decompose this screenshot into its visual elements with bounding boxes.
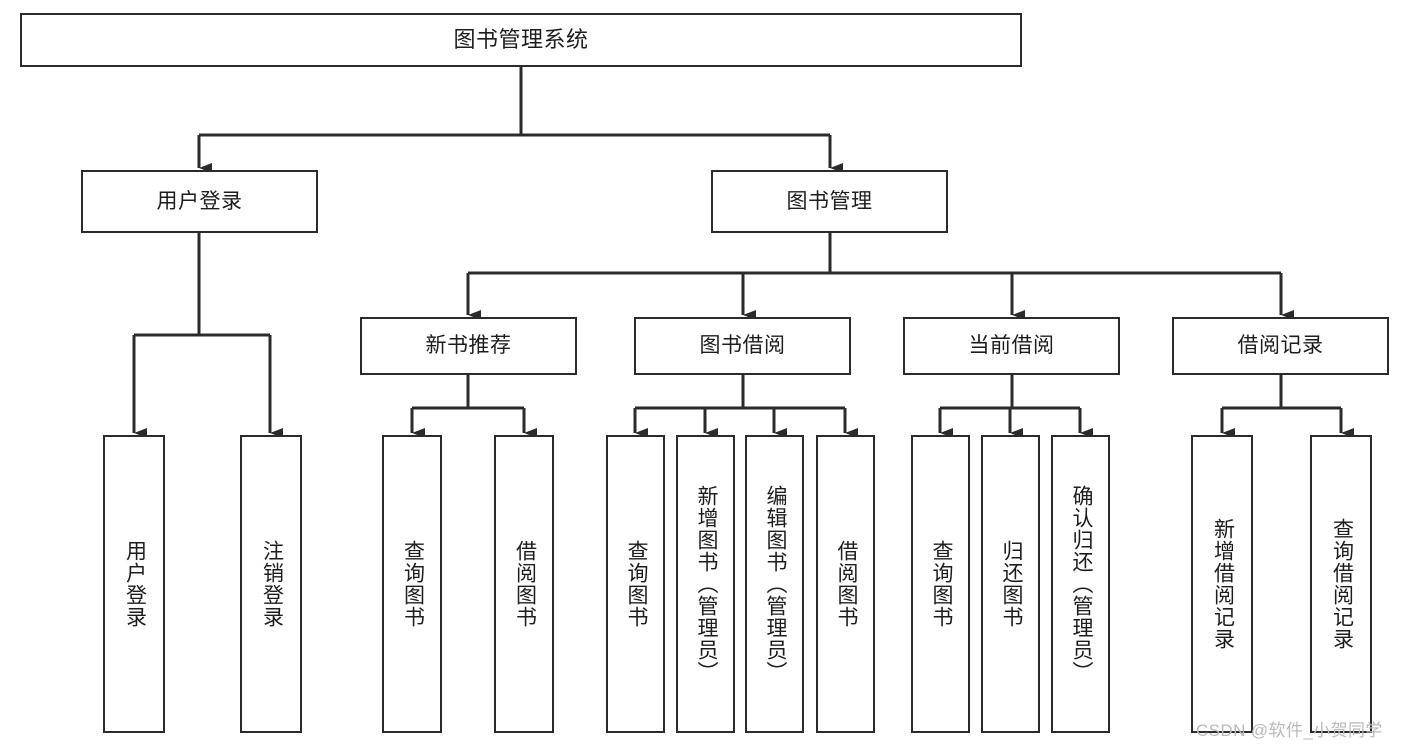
node-borrow-record[interactable]: 借阅记录: [1172, 317, 1389, 375]
node-leaf-user-login-label: 用户登录: [123, 540, 147, 628]
node-root-label: 图书管理系统: [453, 26, 589, 52]
node-leaf-query-book-1-label: 查询图书: [401, 540, 425, 628]
node-leaf-add-record-label: 新增借阅记录: [1211, 518, 1235, 650]
node-user-login-label: 用户登录: [156, 189, 243, 213]
node-leaf-add-book-label: 新增图书（管理员）: [694, 485, 718, 683]
node-leaf-query-record[interactable]: 查询借阅记录: [1310, 435, 1372, 733]
node-leaf-borrow-book-2-label: 借阅图书: [834, 540, 858, 628]
node-leaf-query-book-2-label: 查询图书: [624, 540, 648, 628]
node-leaf-borrow-book-1-label: 借阅图书: [513, 540, 537, 628]
node-leaf-query-book-1[interactable]: 查询图书: [382, 435, 442, 733]
node-leaf-add-book[interactable]: 新增图书（管理员）: [676, 435, 735, 733]
node-root[interactable]: 图书管理系统: [20, 13, 1022, 67]
node-user-login[interactable]: 用户登录: [81, 170, 318, 233]
node-leaf-borrow-book-2[interactable]: 借阅图书: [816, 435, 875, 733]
node-leaf-add-record[interactable]: 新增借阅记录: [1191, 435, 1253, 733]
node-leaf-query-book-2[interactable]: 查询图书: [606, 435, 665, 733]
node-borrow-record-label: 借阅记录: [1237, 334, 1324, 358]
node-leaf-return-book-label: 归还图书: [999, 540, 1023, 628]
node-new-book-recommend-label: 新书推荐: [425, 334, 512, 358]
node-leaf-confirm-return[interactable]: 确认归还（管理员）: [1051, 435, 1110, 733]
node-new-book-recommend[interactable]: 新书推荐: [360, 317, 577, 375]
node-leaf-query-record-label: 查询借阅记录: [1330, 518, 1354, 650]
node-leaf-user-logout[interactable]: 注销登录: [240, 435, 302, 733]
node-book-borrow-label: 图书借阅: [699, 334, 786, 358]
node-book-management-label: 图书管理: [786, 189, 873, 213]
node-leaf-return-book[interactable]: 归还图书: [981, 435, 1040, 733]
node-leaf-confirm-return-label: 确认归还（管理员）: [1069, 485, 1093, 683]
node-current-borrow[interactable]: 当前借阅: [903, 317, 1120, 375]
node-leaf-query-book-3-label: 查询图书: [929, 540, 953, 628]
node-book-borrow[interactable]: 图书借阅: [634, 317, 851, 375]
node-leaf-user-logout-label: 注销登录: [260, 540, 284, 628]
node-book-management[interactable]: 图书管理: [711, 170, 948, 233]
node-leaf-user-login[interactable]: 用户登录: [103, 435, 165, 733]
node-leaf-borrow-book-1[interactable]: 借阅图书: [494, 435, 554, 733]
node-leaf-query-book-3[interactable]: 查询图书: [911, 435, 970, 733]
node-current-borrow-label: 当前借阅: [968, 334, 1055, 358]
node-leaf-edit-book[interactable]: 编辑图书（管理员）: [745, 435, 804, 733]
node-leaf-edit-book-label: 编辑图书（管理员）: [763, 485, 787, 683]
